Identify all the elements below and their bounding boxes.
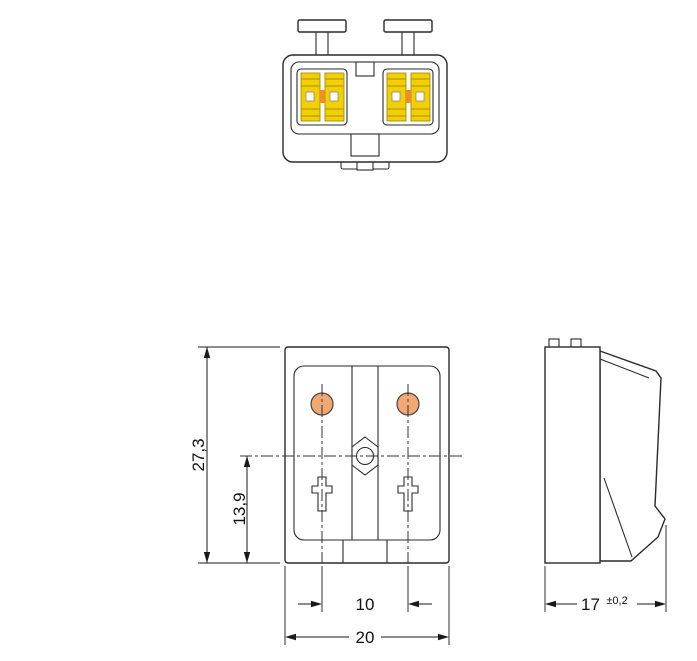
spring-contact-orange [320,90,325,103]
push-button-right [383,19,433,58]
housing-side-outline [544,346,601,564]
plunger-stem-right [401,30,415,58]
lever-inner-edge-top [599,358,650,379]
spring-contact-orange [406,90,411,103]
dim-label-pole-spacing: 10 [356,595,375,614]
dimension-pole-spacing: 10 [298,566,432,614]
center-rib-top [355,61,375,77]
dim-label-depth: 17 ±0,2 [581,595,628,614]
dim-depth-tolerance: ±0,2 [606,595,627,607]
dim-depth-value: 17 [581,595,600,614]
clamp-compartment-left [296,68,348,126]
dimension-partial-height: 13,9 [230,456,251,563]
release-lever-profile [599,350,666,562]
dimension-total-height: 27,3 [189,346,280,564]
dimension-total-width: 20 [284,566,450,647]
side-view [544,338,666,564]
front-view [240,346,462,564]
dim-label-total-height: 27,3 [189,438,208,471]
dimension-depth: 17 ±0,2 [544,525,667,614]
plunger-stem-left [315,30,329,58]
plunger-cap-right [383,19,433,33]
clamp-opening [415,91,425,102]
clamp-opening [329,91,339,102]
clamp-hatch-lines [387,78,430,117]
lever-inner-edge-bottom [603,477,633,558]
dim-label-partial-height: 13,9 [230,492,249,525]
clamp-opening [391,91,401,102]
dim-label-total-width: 20 [356,628,375,647]
top-view [282,19,448,171]
clamp-compartment-right [382,68,434,126]
push-button-left [297,19,347,58]
clamp-hatch-lines [301,78,344,117]
front-inner-contour [293,365,441,541]
clamp-opening [305,91,315,102]
plunger-cap-left [297,19,347,33]
center-post [350,133,380,157]
